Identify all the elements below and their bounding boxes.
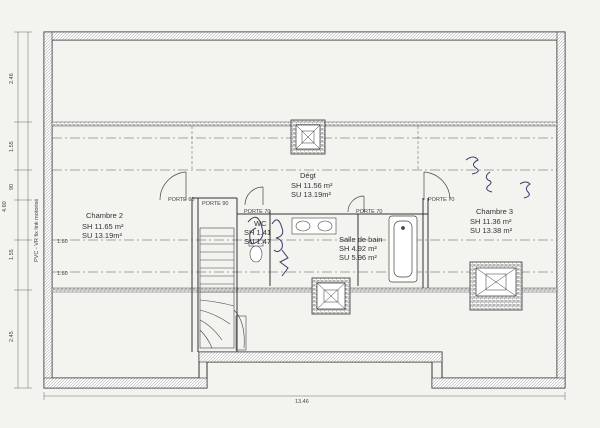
door-tag-sdb: PORTE 70 — [356, 209, 383, 215]
roof-window-top — [290, 119, 326, 155]
washbasins — [291, 217, 337, 235]
dim-left-1: 2.46 — [9, 73, 15, 84]
dimension-lines — [14, 31, 566, 400]
room-degt-name: Dégt — [300, 171, 316, 180]
room-degt-sh: SH 11.56 m² — [291, 181, 333, 190]
room-sdb-su: SU 5.96 m² — [339, 253, 377, 262]
room-chambre3-name: Chambre 3 — [476, 207, 514, 216]
dim-left-2: 1.55 — [9, 141, 15, 152]
room-wc-sh: SH 1.41 — [244, 228, 272, 237]
room-chambre2-su: SU 13.19m² — [82, 231, 123, 240]
exterior-walls — [43, 31, 566, 389]
dim-left-5: 2.45 — [9, 331, 15, 342]
wall-bottom-mid — [198, 351, 443, 363]
room-degt-su: SU 13.19m² — [291, 190, 332, 199]
wall-bottom-right — [431, 377, 566, 389]
wall-right — [556, 31, 566, 389]
roof-window-right — [469, 261, 523, 311]
door-tag-chambre3: PORTE 70 — [428, 197, 455, 203]
handwritten-marks — [247, 156, 531, 277]
partitions — [191, 197, 429, 352]
wall-left — [43, 31, 53, 389]
dim-bottom: 13.46 — [295, 399, 309, 405]
staircase — [199, 227, 247, 351]
height-mark-1: 1.80 — [57, 239, 68, 245]
dim-left-4: 1.55 — [9, 249, 15, 260]
height-mark-2: 1.80 — [57, 271, 68, 277]
room-wc-name: WC — [254, 219, 267, 228]
dim-left-total: 4.60 — [2, 201, 8, 212]
door-swings — [159, 171, 451, 213]
roof-window-bottom — [311, 277, 351, 315]
room-chambre3-sh: SH 11.36 m² — [470, 217, 512, 226]
room-chambre2-sh: SH 11.65 m² — [82, 222, 124, 231]
bathtub — [388, 215, 418, 283]
wall-bottom-left — [43, 377, 208, 389]
dim-left-3: 90 — [9, 183, 15, 190]
room-sdb-sh: SH 4.92 m² — [339, 244, 377, 253]
wall-top — [43, 31, 566, 41]
room-chambre3-su: SU 13.38 m² — [470, 226, 513, 235]
door-tag-stair: PORTE 90 — [202, 201, 229, 207]
door-tag-chambre2: PORTE 60 — [168, 197, 195, 203]
room-chambre2-name: Chambre 2 — [86, 211, 124, 220]
pvc-note: PVC - VR fix link motorisé — [34, 198, 40, 262]
roof-band-bottom — [51, 287, 558, 293]
door-tag-wc: PORTE 70 — [244, 209, 271, 215]
room-wc-su: SU 1.47 — [244, 237, 272, 246]
room-sdb-name: Salle de bain — [339, 235, 383, 244]
